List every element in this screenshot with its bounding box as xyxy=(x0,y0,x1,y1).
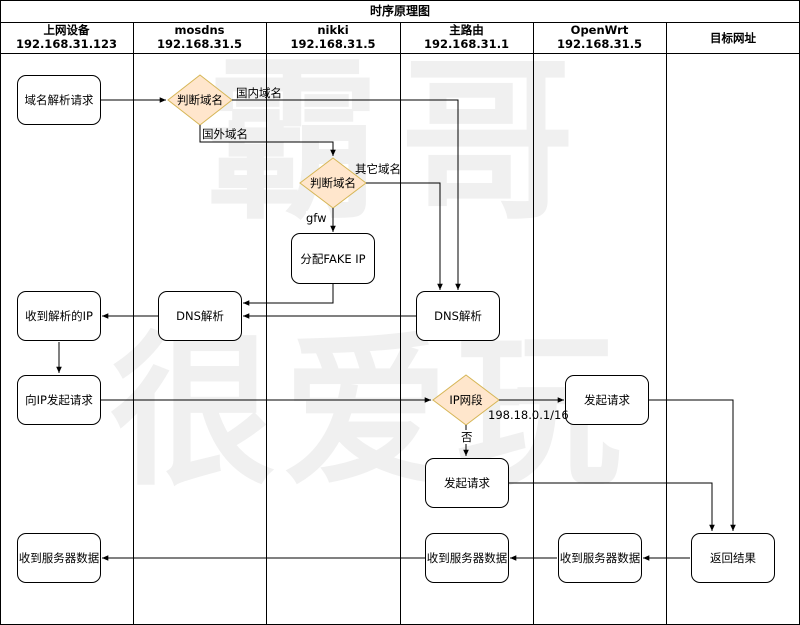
edge-label-no: 否 xyxy=(461,430,473,444)
lane-name: OpenWrt xyxy=(570,23,629,37)
node-router-receive: 收到服务器数据 xyxy=(425,533,509,583)
node-dns-request: 域名解析请求 xyxy=(17,75,101,125)
edge-judge-domestic xyxy=(232,99,461,290)
lane-name: nikki xyxy=(317,23,349,37)
edge-label-foreign: 国外域名 xyxy=(202,127,248,141)
edge-fakeip-to-mosdns xyxy=(243,284,334,306)
node-dns-resolve-router: DNS解析 xyxy=(416,291,500,341)
lane-header-router: 主路由 192.168.31.1 xyxy=(400,23,533,53)
node-send-to-ip: 向IP发起请求 xyxy=(17,375,101,425)
lane-name: 上网设备 xyxy=(43,23,90,37)
lane-name: 目标网址 xyxy=(710,31,756,45)
lane-name: mosdns xyxy=(174,23,225,37)
node-device-receive: 收到服务器数据 xyxy=(17,533,101,583)
node-openwrt-receive: 收到服务器数据 xyxy=(558,533,642,583)
judge-domain-label-1: 判断域名 xyxy=(177,93,223,107)
lane-header-nikki: nikki 192.168.31.5 xyxy=(266,23,400,53)
node-router-request: 发起请求 xyxy=(425,458,509,508)
lane-ip: 192.168.31.5 xyxy=(290,37,376,51)
node-openwrt-request: 发起请求 xyxy=(565,375,649,425)
edge-label-other: 其它域名 xyxy=(355,162,401,176)
diagram-title: 时序原理图 xyxy=(369,4,430,18)
node-dns-resolve-mosdns: DNS解析 xyxy=(158,291,242,341)
lane-header-mosdns: mosdns 192.168.31.5 xyxy=(133,23,266,53)
edge-label-domestic: 国内域名 xyxy=(236,86,282,100)
edge-openwrt-to-target xyxy=(649,399,736,531)
lane-header-device: 上网设备 192.168.31.123 xyxy=(0,23,133,53)
lane-name: 主路由 xyxy=(449,23,484,37)
edge-label-gfw: gfw xyxy=(306,211,327,225)
ip-range-label: IP网段 xyxy=(449,393,483,407)
lane-ip: 192.168.31.5 xyxy=(556,37,643,51)
lane-header-target: 目标网址 xyxy=(666,23,800,53)
node-return-result: 返回结果 xyxy=(691,533,775,583)
edges xyxy=(56,97,736,561)
edge-router-to-target xyxy=(508,482,715,531)
lane-ip: 192.168.31.5 xyxy=(156,37,243,51)
node-fake-ip: 分配FAKE IP xyxy=(291,233,375,284)
edge-label-ip-range: 198.18.0.1/16 xyxy=(488,408,569,422)
judge-domain-label-2: 判断域名 xyxy=(310,176,356,190)
edge-judge-foreign xyxy=(199,125,336,156)
edge-judge2-other xyxy=(366,182,443,290)
node-receive-ip: 收到解析的IP xyxy=(17,291,101,341)
lane-ip: 192.168.31.1 xyxy=(423,37,510,51)
lane-ip: 192.168.31.123 xyxy=(15,37,118,51)
lane-header-openwrt: OpenWrt 192.168.31.5 xyxy=(533,23,666,53)
